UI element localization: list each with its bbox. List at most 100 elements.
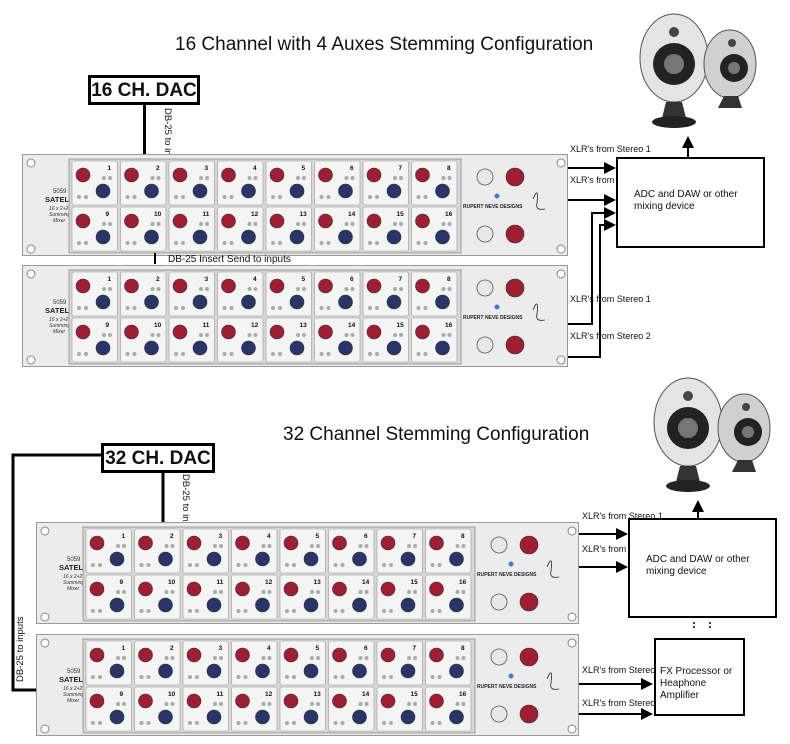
button (222, 306, 227, 310)
button (156, 287, 161, 291)
pan-knob (192, 183, 208, 199)
button (213, 656, 217, 660)
button (358, 544, 363, 548)
xlr-label-bottom-3: XLR's from Stereo 1 (582, 665, 663, 675)
button (122, 590, 126, 594)
button (213, 702, 217, 706)
button (316, 656, 320, 660)
button (164, 656, 169, 660)
pan-knob (449, 551, 464, 567)
button (77, 352, 81, 356)
button (122, 702, 126, 706)
button (368, 195, 372, 199)
button (199, 287, 203, 291)
button (181, 241, 185, 245)
texture-knob (476, 225, 494, 243)
dac-16ch-note: DB-25 to inputs (162, 108, 173, 174)
top-config-title: 16 Channel with 4 Auxes Stemming Configu… (175, 34, 594, 55)
xlr-label-top-1: XLR's from Stereo 1 (570, 144, 651, 154)
dac-32ch-note: DB-25 to inputs (180, 474, 191, 540)
button (170, 590, 175, 594)
button (350, 333, 355, 337)
button (430, 563, 435, 567)
button (382, 675, 386, 679)
button (205, 176, 209, 180)
rack-screw-hole (26, 158, 36, 168)
button (102, 176, 106, 180)
pan-knob (449, 663, 464, 679)
button (132, 195, 137, 199)
pan-knob (435, 340, 450, 356)
button (132, 241, 137, 245)
master-knob (519, 535, 539, 555)
button (340, 563, 345, 567)
pan-knob (158, 551, 173, 567)
channel-number: 13 (300, 211, 308, 218)
channel-number: 1 (108, 165, 112, 172)
texture-knob (476, 279, 494, 297)
model-name: SATELLITE (59, 675, 99, 684)
level-knob (332, 535, 347, 551)
rack-screw-hole (556, 355, 566, 365)
button (174, 195, 178, 199)
level-knob (235, 581, 250, 597)
button (393, 222, 397, 226)
button (447, 176, 452, 180)
button (253, 222, 258, 226)
channel-number: 4 (253, 165, 257, 172)
level-knob (283, 693, 299, 709)
button (333, 675, 338, 679)
button (205, 333, 209, 337)
channel-number: 9 (106, 211, 110, 218)
button (91, 675, 95, 679)
button (358, 590, 363, 594)
button (423, 241, 428, 245)
channel-number: 15 (411, 579, 419, 586)
channel-number: 7 (413, 645, 417, 652)
dac-16ch-label: 16 CH. DAC (91, 80, 197, 101)
level-knob (318, 167, 333, 183)
speaker-base (666, 480, 710, 492)
button (461, 544, 466, 548)
level-knob (75, 167, 91, 183)
pan-knob (386, 229, 402, 245)
button (407, 590, 411, 594)
level-knob (269, 213, 285, 229)
button (156, 176, 161, 180)
button (375, 195, 379, 199)
button (292, 563, 296, 567)
button (368, 352, 372, 356)
channel-number: 5 (316, 645, 320, 652)
level-knob (380, 581, 396, 597)
level-knob (429, 535, 444, 551)
level-knob (75, 324, 91, 340)
button (243, 721, 248, 725)
level-knob (89, 693, 105, 709)
button (213, 544, 217, 548)
button (146, 721, 151, 725)
texture-knob (490, 705, 508, 723)
model-name: SATELLITE (59, 563, 99, 572)
button (156, 333, 161, 337)
pan-knob (95, 294, 111, 310)
level-knob (380, 647, 396, 663)
pan-knob (95, 183, 111, 199)
button (292, 721, 296, 725)
signature-logo (546, 672, 560, 690)
brand-label: RUPERT NEVE DESIGNS (463, 204, 523, 210)
button (261, 702, 266, 706)
button (236, 563, 241, 567)
channel-number: 13 (314, 691, 322, 698)
brand-label: RUPERT NEVE DESIGNS (477, 684, 537, 690)
pan-knob (144, 340, 159, 356)
level-knob (221, 167, 236, 183)
pan-knob (386, 183, 402, 199)
button (278, 352, 282, 356)
button (164, 702, 169, 706)
button (461, 590, 466, 594)
button (146, 675, 151, 679)
button (340, 675, 345, 679)
button (219, 590, 223, 594)
button (213, 590, 217, 594)
